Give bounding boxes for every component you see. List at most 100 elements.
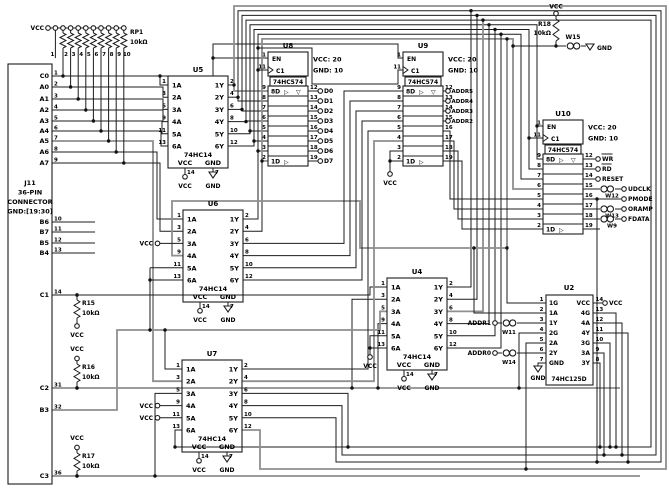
pin-number: 7	[262, 105, 266, 111]
pin-number: 10	[230, 128, 238, 134]
connector-pin-label: B4	[40, 249, 50, 257]
pin-number: 10	[449, 330, 457, 336]
pin-number: 19	[310, 155, 318, 161]
pin-number: 1	[397, 53, 401, 59]
connector-title: CONNECTOR	[7, 198, 52, 206]
ic-control-box	[267, 51, 309, 77]
signal-label: ADDR4	[452, 99, 474, 105]
gnd-label: GND	[206, 183, 221, 190]
supply-note: GND: 10	[588, 135, 619, 143]
signal-label: D3	[324, 118, 333, 125]
wire	[52, 57, 268, 77]
junction-dot	[505, 37, 509, 41]
connector-pin-label: B7	[40, 228, 49, 236]
supply-note: GND: 10	[448, 67, 479, 75]
vcc-label: VCC	[70, 346, 84, 353]
vcc-label: VCC	[31, 25, 45, 32]
pin-number: 2	[230, 79, 234, 85]
pin-label: 2Y	[230, 228, 240, 236]
vcc-label: VCC	[140, 415, 154, 422]
pin-label: 1G	[549, 300, 558, 307]
resistor-icon	[119, 32, 128, 49]
jumper-icon	[606, 205, 615, 213]
connector-box	[7, 63, 53, 485]
pin-number: 16	[585, 193, 593, 199]
wire	[447, 29, 496, 337]
junction-dot	[99, 129, 103, 133]
junction-dot	[472, 246, 476, 250]
pin-number: 7	[230, 304, 234, 310]
connector-pin-label: A3	[39, 117, 49, 125]
pin-number: 5	[540, 337, 544, 343]
wire	[242, 19, 652, 448]
pin-label: 6A	[172, 143, 182, 151]
pin-label: 1Y	[215, 82, 225, 90]
junction-dot	[236, 95, 240, 99]
wire	[258, 47, 403, 85]
resistor-icon	[73, 299, 81, 319]
pin-number: 9	[176, 400, 180, 406]
wire	[52, 86, 168, 98]
pin-label: 5Y	[229, 414, 239, 422]
pin-label: 2A	[391, 296, 401, 304]
pin-number: 15	[445, 115, 453, 121]
junction-dot	[106, 139, 111, 143]
pin-number: 9	[596, 347, 600, 353]
junction-dot	[248, 129, 252, 133]
ic-refdes: U7	[207, 350, 218, 358]
signal-label: ADDR2	[452, 119, 474, 125]
pin-number: 6	[397, 115, 401, 121]
vcc-terminal	[401, 375, 407, 382]
vcc-label: VCC	[140, 241, 154, 248]
connector-title: 36-PIN	[18, 189, 42, 197]
rp1-refdes: RP1	[130, 29, 143, 36]
cell-label: 8D	[406, 89, 415, 96]
pin-number: 11	[54, 227, 62, 233]
pin-number: 12	[585, 153, 593, 159]
signal-label: ADDR1	[468, 320, 491, 327]
wire	[237, 10, 662, 463]
pin-number: 4	[449, 293, 453, 299]
signal-terminal	[595, 166, 601, 172]
w14-jumper-icon	[509, 349, 517, 357]
pin-number: 6	[245, 237, 249, 243]
pin-label: 5A	[172, 130, 182, 138]
junction-dot	[511, 44, 515, 48]
wire	[212, 43, 403, 59]
connector-pin-label: A1	[39, 95, 49, 103]
wire	[52, 151, 183, 220]
pin-number: 3	[397, 145, 401, 151]
vcc-terminal	[154, 402, 161, 409]
signal-terminal	[621, 216, 627, 222]
wire	[593, 342, 611, 447]
pin-label: 5A	[391, 332, 401, 340]
part-number: 74HC574	[408, 79, 438, 86]
vcc-terminal	[74, 444, 80, 451]
pin-label: 4Y	[434, 320, 444, 328]
pin-number: 2	[54, 82, 58, 88]
resistor-icon	[81, 32, 90, 49]
gnd-symbol-icon	[222, 305, 234, 313]
pin-number: 3	[381, 293, 385, 299]
label: VCC	[192, 443, 207, 451]
pin-number: 36	[54, 471, 62, 477]
pin-number: 3	[54, 94, 58, 100]
junction-dot	[620, 453, 624, 457]
jumper-icon	[600, 215, 608, 223]
pin-number: 14	[202, 304, 210, 310]
ic-refdes: U9	[418, 42, 429, 50]
rp1-pin-circle	[82, 25, 89, 31]
wire	[447, 10, 472, 288]
resistor-icon	[74, 32, 83, 49]
pin-label: 4Y	[230, 252, 240, 260]
pin-number: 14	[54, 290, 62, 296]
label: 10kΩ	[82, 463, 99, 470]
pin-number: 5	[537, 193, 541, 199]
signal-label: UDCLK	[628, 186, 651, 193]
ic-control-box	[402, 51, 444, 77]
label: VCC	[193, 293, 208, 301]
wire	[537, 362, 546, 366]
junction-dot	[602, 453, 606, 457]
pin-number: 17	[445, 135, 453, 141]
junction-dot	[368, 346, 372, 350]
